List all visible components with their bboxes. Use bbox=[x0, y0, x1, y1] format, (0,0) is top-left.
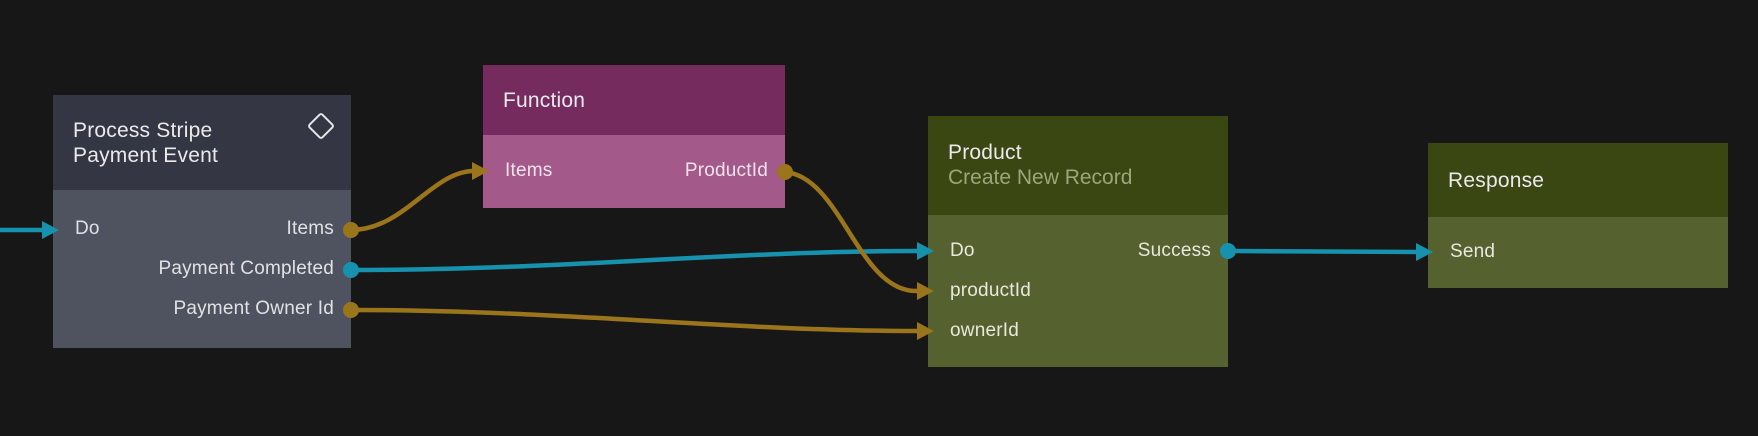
node-title: Product bbox=[948, 141, 1022, 164]
node-product-create-new-record[interactable]: Product Create New Record Do Success pro… bbox=[928, 116, 1228, 367]
port-label-payment-completed[interactable]: Payment Completed bbox=[158, 258, 334, 279]
node-response[interactable]: Response Send bbox=[1428, 143, 1728, 288]
port-label-do[interactable]: Do bbox=[950, 240, 975, 261]
node-body: Items ProductId bbox=[483, 135, 785, 208]
node-header[interactable]: Function bbox=[483, 65, 785, 135]
node-body: Send bbox=[1428, 217, 1728, 288]
port-label-items[interactable]: Items bbox=[286, 218, 334, 239]
wire-productid-to-product-productid[interactable] bbox=[784, 169, 919, 294]
port-arrow-product-productid-input[interactable] bbox=[917, 282, 934, 300]
port-row: ownerId bbox=[928, 311, 1228, 351]
port-row: Payment Completed bbox=[53, 249, 351, 289]
node-title: Process Stripe Payment Event bbox=[73, 118, 219, 167]
port-dot-items-output[interactable] bbox=[343, 222, 359, 238]
port-row: productId bbox=[928, 271, 1228, 311]
node-title: Response bbox=[1448, 168, 1545, 192]
node-process-stripe-payment-event[interactable]: Process Stripe Payment Event Do Items Pa… bbox=[53, 95, 351, 348]
node-header[interactable]: Response bbox=[1428, 143, 1728, 217]
node-title: Function bbox=[503, 88, 586, 112]
port-arrow-function-items-input[interactable] bbox=[472, 162, 489, 180]
node-subtitle: Create New Record bbox=[948, 166, 1133, 189]
wire-items-to-function-items[interactable] bbox=[350, 168, 475, 233]
port-row: Do Success bbox=[928, 231, 1228, 271]
port-label-productid[interactable]: productId bbox=[950, 280, 1032, 301]
port-arrow-response-send-input[interactable] bbox=[1416, 243, 1433, 261]
port-arrow-process-do-input[interactable] bbox=[42, 221, 59, 239]
node-header[interactable]: Product Create New Record bbox=[928, 116, 1228, 215]
port-arrow-product-do-input[interactable] bbox=[917, 242, 934, 260]
port-row: Do Items bbox=[53, 209, 351, 249]
port-dot-payment-owner-id-output[interactable] bbox=[343, 302, 359, 318]
port-dot-success-output[interactable] bbox=[1220, 243, 1236, 259]
port-row: Payment Owner Id bbox=[53, 289, 351, 329]
port-dot-payment-completed-output[interactable] bbox=[343, 262, 359, 278]
node-function[interactable]: Function Items ProductId bbox=[483, 65, 785, 208]
port-arrow-product-ownerid-input[interactable] bbox=[917, 322, 934, 340]
port-row: Send bbox=[1428, 232, 1728, 272]
wire-payment-owner-id-to-product-ownerid[interactable] bbox=[350, 307, 919, 334]
port-dot-productid-output[interactable] bbox=[777, 164, 793, 180]
port-label-do[interactable]: Do bbox=[75, 218, 100, 239]
node-body: Do Success productId ownerId bbox=[928, 215, 1228, 367]
port-label-productid[interactable]: ProductId bbox=[684, 160, 768, 181]
port-label-items[interactable]: Items bbox=[505, 160, 553, 181]
node-body: Do Items Payment Completed Payment Owner… bbox=[53, 190, 351, 348]
port-label-ownerid[interactable]: ownerId bbox=[950, 320, 1019, 341]
port-row: Items ProductId bbox=[483, 151, 785, 191]
wire-success-to-response-send[interactable] bbox=[1227, 248, 1419, 255]
port-label-success[interactable]: Success bbox=[1137, 240, 1211, 261]
port-label-send[interactable]: Send bbox=[1450, 241, 1496, 262]
node-header[interactable]: Process Stripe Payment Event bbox=[53, 95, 351, 190]
port-label-payment-owner-id[interactable]: Payment Owner Id bbox=[173, 298, 334, 319]
wire-payment-completed-to-product-do[interactable] bbox=[350, 248, 919, 273]
